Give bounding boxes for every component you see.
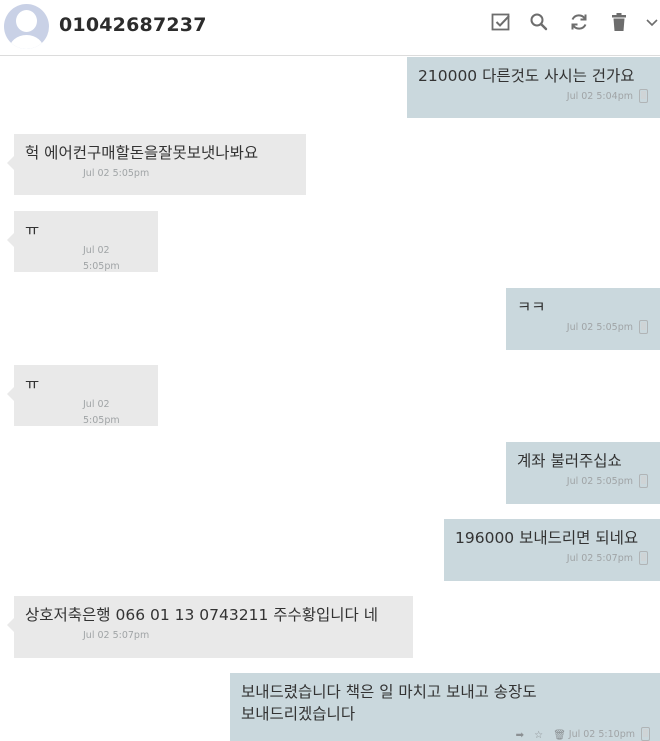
- message-bubble-incoming[interactable]: ㅠ Jul 02 5:05pm: [7, 211, 158, 272]
- message-text: 210000 다른것도 사시는 건가요: [418, 67, 635, 85]
- select-checkbox-icon[interactable]: [489, 10, 513, 34]
- message-meta: Jul 02 5:05pm: [25, 243, 148, 272]
- conversation-header: 01042687237: [0, 0, 660, 56]
- message-meta: Jul 02 5:07pm: [25, 628, 403, 644]
- search-icon[interactable]: [527, 10, 551, 34]
- phone-icon: [639, 474, 648, 488]
- phone-icon: [639, 89, 648, 103]
- message-text: 헉 에어컨구매할돈을잘못보냇나봐요: [25, 144, 259, 162]
- message-text: 상호저축은행 066 01 13 0743211 주수황입니다 네: [25, 606, 379, 624]
- star-icon[interactable]: ☆: [534, 730, 544, 741]
- message-meta: Jul 02 5:04pm: [418, 89, 650, 105]
- trash-icon[interactable]: [607, 10, 631, 34]
- forward-icon[interactable]: ➡: [515, 730, 524, 741]
- message-meta: Jul 02 5:05pm: [517, 320, 650, 336]
- message-bubble-incoming[interactable]: ㅠ Jul 02 5:05pm: [7, 365, 158, 426]
- message-text: 계좌 불러주십쇼: [517, 452, 622, 470]
- message-timestamp: Jul 02 5:05pm: [566, 476, 633, 487]
- message-bubble-outgoing[interactable]: 계좌 불러주십쇼 Jul 02 5:05pm: [506, 442, 660, 504]
- message-timestamp: Jul 02 5:04pm: [566, 91, 633, 102]
- message-timestamp: Jul 02 5:05pm: [566, 322, 633, 333]
- message-timestamp: Jul 02 5:05pm: [83, 399, 120, 426]
- message-timestamp: Jul 02 5:07pm: [83, 630, 150, 641]
- message-text: 196000 보내드리면 되네요: [455, 529, 639, 547]
- message-text: ㅋㅋ: [517, 298, 546, 316]
- avatar-head-shape: [16, 10, 37, 32]
- message-meta: Jul 02 5:07pm: [455, 551, 650, 567]
- avatar-body-shape: [9, 35, 44, 49]
- message-text: ㅠ: [25, 375, 40, 393]
- message-meta: ➡ ☆ 🗑 Jul 02 5:10pm: [241, 727, 652, 741]
- contact-name: 01042687237: [59, 14, 207, 36]
- message-meta: Jul 02 5:05pm: [517, 474, 650, 490]
- message-bubble-outgoing[interactable]: 보내드렸습니다 책은 일 마치고 보내고 송장도 보내드리겠습니다 ➡ ☆ 🗑 …: [230, 673, 660, 741]
- message-meta: Jul 02 5:05pm: [25, 397, 148, 426]
- message-timestamp: Jul 02 5:07pm: [566, 553, 633, 564]
- message-actions: ➡ ☆ 🗑: [509, 728, 566, 741]
- message-bubble-incoming[interactable]: 헉 에어컨구매할돈을잘못보냇나봐요 Jul 02 5:05pm: [7, 134, 306, 195]
- message-bubble-outgoing[interactable]: 210000 다른것도 사시는 건가요 Jul 02 5:04pm: [407, 57, 660, 118]
- message-thread[interactable]: 210000 다른것도 사시는 건가요 Jul 02 5:04pm 헉 에어컨구…: [0, 57, 660, 741]
- refresh-icon[interactable]: [567, 10, 591, 34]
- message-bubble-incoming[interactable]: 상호저축은행 066 01 13 0743211 주수황입니다 네 Jul 02…: [7, 596, 413, 658]
- message-text: ㅠ: [25, 221, 40, 239]
- message-text: 보내드렸습니다 책은 일 마치고 보내고 송장도 보내드리겠습니다: [241, 683, 542, 723]
- phone-icon: [639, 320, 648, 334]
- message-timestamp: Jul 02 5:10pm: [568, 729, 635, 740]
- phone-icon: [641, 727, 650, 741]
- message-timestamp: Jul 02 5:05pm: [83, 245, 120, 272]
- message-bubble-outgoing[interactable]: ㅋㅋ Jul 02 5:05pm: [506, 288, 660, 350]
- contact-avatar[interactable]: [4, 4, 49, 49]
- delete-icon[interactable]: 🗑: [553, 730, 566, 741]
- message-timestamp: Jul 02 5:05pm: [83, 168, 150, 179]
- message-bubble-outgoing[interactable]: 196000 보내드리면 되네요 Jul 02 5:07pm: [444, 519, 660, 581]
- message-meta: Jul 02 5:05pm: [25, 166, 296, 182]
- chevron-down-icon[interactable]: [644, 10, 660, 34]
- phone-icon: [639, 551, 648, 565]
